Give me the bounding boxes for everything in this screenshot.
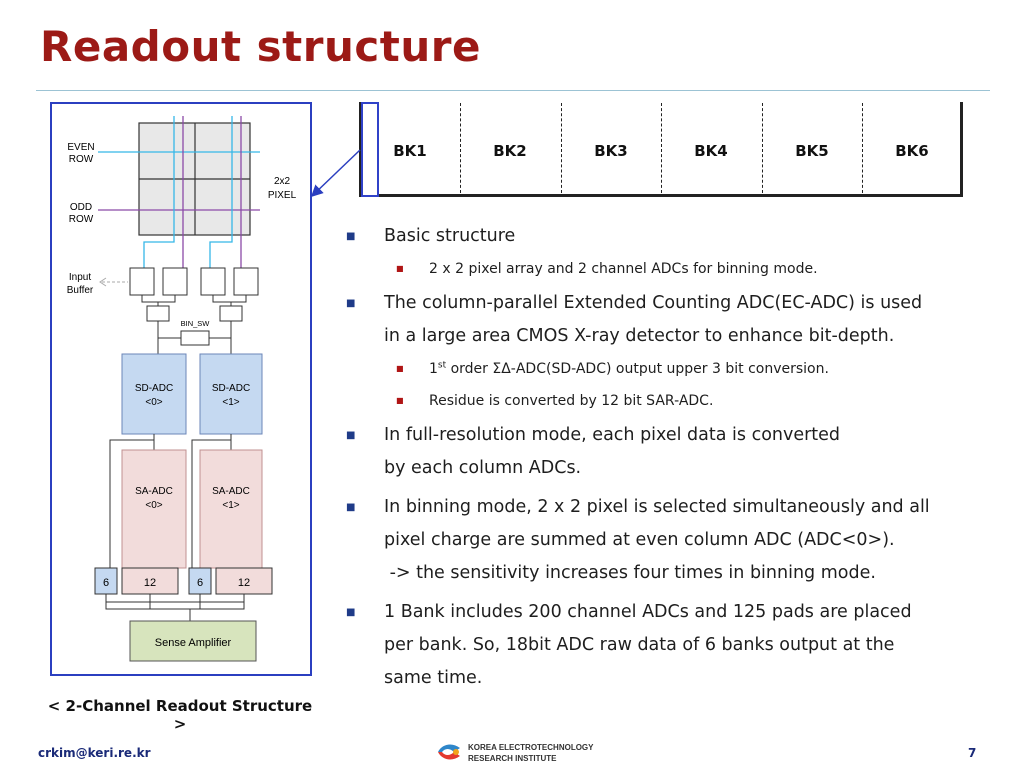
sa-adc-1-label: SA-ADC bbox=[212, 486, 250, 497]
keri-logo: KOREA ELECTROTECHNOLOGY RESEARCH INSTITU… bbox=[438, 743, 594, 763]
bank-label-bk4: BK4 bbox=[694, 142, 728, 160]
slide-title: Readout structure bbox=[40, 22, 481, 71]
sa-adc-1 bbox=[199, 449, 263, 569]
column-lines bbox=[143, 116, 242, 270]
bullet-square-icon: ■ bbox=[346, 298, 356, 309]
even-row-label: ROW bbox=[69, 154, 94, 165]
bullet-item: ■The column-parallel Extended Counting A… bbox=[343, 287, 973, 353]
sd-adc-1-label: SD-ADC bbox=[212, 383, 250, 394]
bullet-square-icon: ■ bbox=[396, 264, 404, 273]
bank-label-bk2: BK2 bbox=[493, 142, 527, 160]
bit-count-label: 6 bbox=[103, 577, 109, 589]
input-buffers bbox=[129, 267, 259, 296]
keri-logo-icon bbox=[438, 744, 460, 760]
bin-switch-label: BIN_SW bbox=[181, 319, 211, 328]
sd-adc-0 bbox=[121, 353, 187, 435]
input-buffer-label: Input bbox=[69, 272, 91, 283]
input-buffer-label: Buffer bbox=[67, 285, 94, 296]
column-switch bbox=[146, 305, 170, 322]
bank-divider bbox=[561, 103, 562, 193]
sa-adc-0-label: <0> bbox=[145, 500, 162, 511]
odd-row-label: ODD bbox=[70, 202, 92, 213]
page-number: 7 bbox=[968, 746, 977, 760]
sa-adc-0 bbox=[121, 449, 187, 569]
sub-bullet-item: ■1st order ΣΔ-ADC(SD-ADC) output upper 3… bbox=[343, 353, 973, 385]
bullet-list: ■Basic structure ■2 x 2 pixel array and … bbox=[343, 220, 973, 695]
bullet-square-icon: ■ bbox=[396, 396, 404, 405]
bank-label-bk1: BK1 bbox=[393, 142, 427, 160]
footer-email: crkim@keri.re.kr bbox=[38, 746, 151, 760]
sd-adc-1-label: <1> bbox=[222, 397, 239, 408]
pixel-array bbox=[138, 122, 251, 236]
odd-row-label: ROW bbox=[69, 214, 94, 225]
bullet-item: ■1 Bank includes 200 channel ADCs and 12… bbox=[343, 596, 973, 695]
bank-label-bk6: BK6 bbox=[895, 142, 929, 160]
bit-count-label: 6 bbox=[197, 577, 203, 589]
title-divider bbox=[36, 90, 990, 91]
bullet-square-icon: ■ bbox=[396, 364, 404, 373]
logo-text-line2: RESEARCH INSTITUTE bbox=[468, 754, 557, 763]
sense-amplifier-label: Sense Amplifier bbox=[155, 637, 232, 649]
sub-bullet-item: ■Residue is converted by 12 bit SAR-ADC. bbox=[343, 385, 973, 417]
output-bits-sa-0 bbox=[121, 567, 179, 595]
sd-adc-0-label: <0> bbox=[145, 397, 162, 408]
sa-adc-0-label: SA-ADC bbox=[135, 486, 173, 497]
bullet-item: ■In full-resolution mode, each pixel dat… bbox=[343, 419, 973, 485]
diagram-frame bbox=[50, 102, 312, 676]
bin-switch bbox=[180, 330, 210, 346]
bank-divider bbox=[762, 103, 763, 193]
bank-label-bk3: BK3 bbox=[594, 142, 628, 160]
bit-count-label: 12 bbox=[238, 577, 250, 589]
bank-strip-highlight bbox=[361, 102, 379, 197]
logo-text-line1: KOREA ELECTROTECHNOLOGY bbox=[468, 743, 594, 752]
bank-bar-frame bbox=[359, 102, 963, 197]
bank-divider bbox=[661, 103, 662, 193]
diagram-caption: < 2-Channel Readout Structure > bbox=[47, 697, 313, 733]
bank-divider bbox=[862, 103, 863, 193]
pixel-label: PIXEL bbox=[268, 190, 297, 201]
sd-adc-1 bbox=[199, 353, 263, 435]
sa-adc-1-label: <1> bbox=[222, 500, 239, 511]
bank-divider bbox=[460, 103, 461, 193]
sd-adc-0-label: SD-ADC bbox=[135, 383, 173, 394]
bank-label-bk5: BK5 bbox=[795, 142, 829, 160]
bullet-item: ■Basic structure bbox=[343, 220, 973, 253]
bit-count-label: 12 bbox=[144, 577, 156, 589]
bullet-item: ■In binning mode, 2 x 2 pixel is selecte… bbox=[343, 491, 973, 590]
sub-bullet-item: ■2 x 2 pixel array and 2 channel ADCs fo… bbox=[343, 253, 973, 285]
readout-diagram: EVEN ROW ODD ROW 2x2 PIXEL Input Buffer … bbox=[50, 102, 312, 676]
sense-amplifier bbox=[129, 620, 257, 662]
bullet-square-icon: ■ bbox=[346, 502, 356, 513]
bullet-square-icon: ■ bbox=[346, 430, 356, 441]
bullet-square-icon: ■ bbox=[346, 231, 356, 242]
even-row-label: EVEN bbox=[67, 142, 94, 153]
bullet-square-icon: ■ bbox=[346, 607, 356, 618]
column-switch bbox=[219, 305, 243, 322]
pixel-label: 2x2 bbox=[274, 176, 291, 187]
